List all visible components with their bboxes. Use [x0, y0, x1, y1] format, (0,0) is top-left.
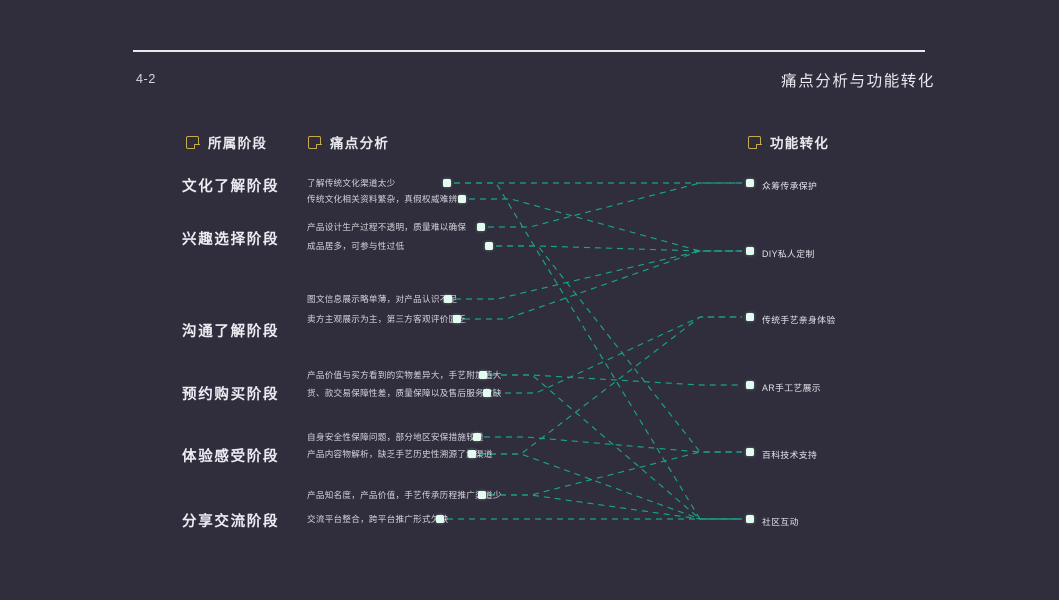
legend-label: 功能转化	[770, 136, 830, 151]
connection-line	[454, 182, 742, 520]
function-label: 众筹传承保护	[762, 181, 818, 191]
pain-point-node[interactable]	[473, 433, 481, 441]
pain-point-text: 成品居多，可参与性过低	[307, 241, 405, 251]
function-node[interactable]	[746, 247, 754, 255]
connection-line	[496, 245, 742, 252]
pain-point-node[interactable]	[444, 295, 452, 303]
legend-label: 痛点分析	[330, 136, 390, 151]
pain-point-text: 交流平台整合，跨平台推广形式欠缺	[307, 514, 449, 524]
gold-square-icon	[308, 135, 322, 150]
pain-point-text: 产品价值与买方看到的实物差异大，手艺附加值大	[307, 370, 502, 380]
connection-line	[464, 250, 742, 320]
function-label: 社区互动	[762, 517, 799, 527]
connection-line	[494, 316, 742, 394]
pain-point-node[interactable]	[443, 179, 451, 187]
pain-point-text: 产品内容物解析，缺乏手艺历史性溯源了解渠道	[307, 449, 493, 459]
pain-point-node[interactable]	[436, 515, 444, 523]
connection-line	[455, 250, 742, 300]
function-label: 传统手艺亲身体验	[762, 315, 836, 325]
stage-label-2: 沟通了解阶段	[182, 324, 280, 340]
legend-item-stage[interactable]: 所属阶段	[186, 132, 267, 152]
pain-point-text: 了解传统文化渠道太少	[307, 178, 396, 188]
function-label: 百科技术支持	[762, 450, 818, 460]
pain-point-text: 产品设计生产过程不透明，质量难以确保	[307, 222, 467, 232]
pain-point-node[interactable]	[478, 491, 486, 499]
function-node[interactable]	[746, 179, 754, 187]
connection-line	[479, 453, 742, 520]
function-node[interactable]	[746, 515, 754, 523]
function-label: DIY私人定制	[762, 249, 815, 259]
pain-point-node[interactable]	[477, 223, 485, 231]
connection-line	[479, 316, 742, 455]
function-node[interactable]	[746, 381, 754, 389]
connection-line	[490, 374, 742, 520]
stage-label-1: 兴趣选择阶段	[182, 232, 280, 248]
pain-point-text: 传统文化相关资料繁杂，真假权威难辨	[307, 194, 458, 204]
stage-label-5: 分享交流阶段	[182, 514, 280, 530]
connection-line	[484, 436, 742, 453]
pain-point-node[interactable]	[453, 315, 461, 323]
header-divider	[133, 50, 925, 52]
pain-point-node[interactable]	[483, 389, 491, 397]
connection-line	[489, 494, 742, 520]
pain-point-text: 卖方主观展示为主，第三方客观评价匮乏	[307, 314, 467, 324]
connection-line	[489, 451, 742, 496]
connection-line	[469, 198, 742, 252]
legend-label: 所属阶段	[208, 136, 268, 151]
connection-line	[488, 182, 742, 228]
pain-point-node[interactable]	[485, 242, 493, 250]
legend-item-function[interactable]: 功能转化	[748, 132, 829, 152]
pain-point-node[interactable]	[479, 371, 487, 379]
connection-line	[496, 245, 742, 453]
stage-label-4: 体验感受阶段	[182, 449, 280, 465]
function-label: AR手工艺展示	[762, 383, 822, 393]
page-title: 痛点分析与功能转化	[781, 73, 935, 90]
pain-point-node[interactable]	[458, 195, 466, 203]
legend-item-pain[interactable]: 痛点分析	[308, 132, 389, 152]
pain-point-text: 自身安全性保障问题，部分地区安保措施较差	[307, 432, 484, 442]
gold-square-icon	[748, 135, 762, 150]
pain-point-node[interactable]	[468, 450, 476, 458]
function-node[interactable]	[746, 448, 754, 456]
stage-label-0: 文化了解阶段	[182, 179, 280, 195]
page-number: 4-2	[136, 72, 156, 86]
connection-line	[490, 374, 742, 386]
stage-label-3: 预约购买阶段	[182, 387, 280, 403]
pain-point-text: 货、款交易保障性差，质量保障以及售后服务欠缺	[307, 388, 502, 398]
pain-point-text: 产品知名度，产品价值，手艺传承历程推广渠道少	[307, 490, 502, 500]
function-node[interactable]	[746, 313, 754, 321]
pain-point-text: 图文信息展示略单薄，对产品认识不足	[307, 294, 458, 304]
gold-square-icon	[186, 135, 200, 150]
